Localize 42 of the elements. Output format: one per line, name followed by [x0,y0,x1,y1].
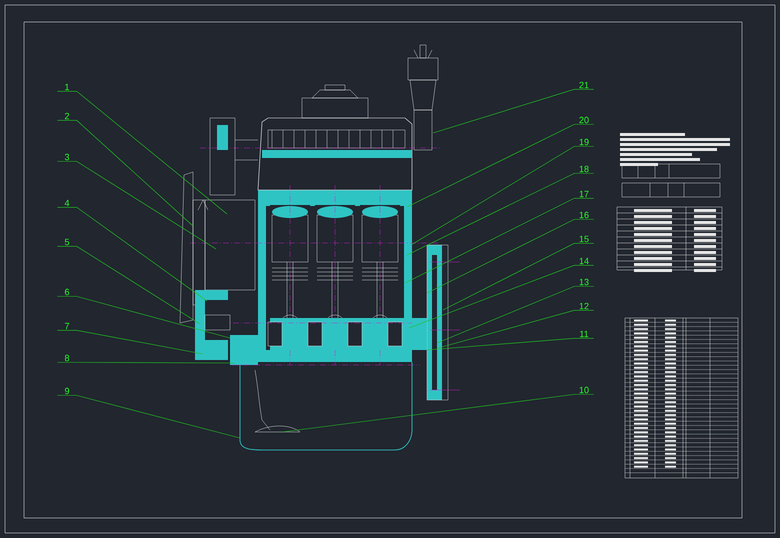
leader-line [57,161,216,250]
callout-number: 17 [580,190,589,198]
leader-line [432,89,594,134]
callout-number: 8 [64,354,70,362]
callout-number: 11 [580,330,588,338]
leader-line [408,265,594,328]
leader-line [57,330,204,354]
leader-line [57,296,230,338]
callout-number: 2 [64,112,70,120]
callout-number: 9 [64,388,70,394]
callout-number: 1 [65,84,70,90]
callout-number: 3 [64,154,70,160]
leader-line [57,91,228,214]
callout-number: 7 [64,322,70,330]
leader-line [404,198,594,284]
leader-line [436,286,594,344]
callout-number: 5 [64,238,70,246]
leader-line [57,246,200,324]
callout-number: 19 [580,138,589,146]
leader-line [438,310,594,348]
leader-line [406,173,594,256]
leader-line [426,338,594,350]
callout-number: 21 [579,82,589,88]
leader-line [57,362,236,364]
leader-line [282,394,594,432]
leader-line [406,124,594,208]
leader-line [57,120,194,226]
callout-number: 13 [580,278,589,286]
callout-number: 16 [580,212,589,218]
callout-number: 15 [580,236,589,242]
callout-number: 12 [580,302,589,310]
leader-line [57,395,240,438]
callout-number: 6 [64,288,70,296]
callout-number: 18 [580,166,589,172]
callout-number: 14 [580,258,589,264]
callout-number: 4 [64,200,70,206]
leader-line [57,206,208,302]
leader-line [410,146,594,246]
callout-number: 10 [580,386,589,394]
leader-line [426,219,594,294]
leader-line [442,243,594,310]
callout-number: 20 [579,116,589,124]
